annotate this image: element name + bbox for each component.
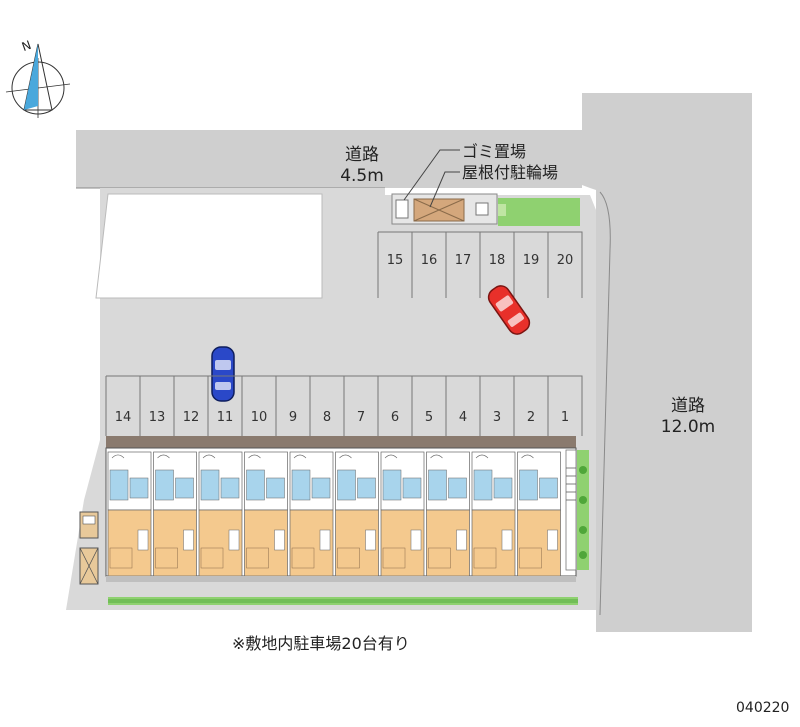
neighbour-block	[95, 193, 323, 299]
parking-space-label: 4	[458, 410, 468, 425]
parking-space-label: 1	[560, 410, 570, 425]
parking-space-label: 15	[386, 253, 404, 268]
parking-space-label: 10	[250, 410, 268, 425]
parking-space-label: 12	[182, 410, 200, 425]
road-right-label: 道路 12.0m	[648, 396, 728, 438]
parking-row-bottom	[105, 375, 583, 436]
building-units	[107, 451, 561, 577]
road-right-width: 12.0m	[660, 417, 716, 437]
parking-note: ※敷地内駐車場20台有り	[232, 634, 410, 653]
green-strip-bottom	[108, 597, 578, 605]
road-top-label: 道路 4.5m	[322, 145, 402, 187]
parking-space-label: 14	[114, 410, 132, 425]
green-strip-right	[577, 450, 589, 570]
garbage-area	[395, 199, 409, 219]
parking-space-label: 17	[454, 253, 472, 268]
parking-space-label: 2	[526, 410, 536, 425]
red-car-icon	[487, 285, 531, 335]
parking-space-label: 7	[356, 410, 366, 425]
road-right	[582, 93, 752, 632]
parking-space-label: 20	[556, 253, 574, 268]
parking-space-label: 19	[522, 253, 540, 268]
road-right-name: 道路	[671, 396, 705, 416]
parking-space-label: 16	[420, 253, 438, 268]
building-roof-edge	[106, 436, 576, 448]
parking-space-label: 3	[492, 410, 502, 425]
parking-row-top	[377, 231, 583, 298]
listing-code: 040220	[736, 700, 790, 716]
north-arrow-icon	[5, 43, 71, 118]
parking-space-label: 18	[488, 253, 506, 268]
legend-bike-parking: 屋根付駐輪場	[462, 163, 559, 182]
green-area-top	[498, 198, 580, 226]
parking-space-label: 6	[390, 410, 400, 425]
parking-space-label: 13	[148, 410, 166, 425]
blue-car-icon	[211, 346, 235, 402]
parking-space-label: 11	[216, 410, 234, 425]
road-top-name: 道路	[345, 145, 379, 165]
legend-garbage: ゴミ置場	[462, 142, 527, 161]
parking-space-label: 9	[288, 410, 298, 425]
parking-space-label: 8	[322, 410, 332, 425]
road-top-width: 4.5m	[340, 166, 384, 186]
road-top	[76, 130, 582, 188]
parking-space-label: 5	[424, 410, 434, 425]
